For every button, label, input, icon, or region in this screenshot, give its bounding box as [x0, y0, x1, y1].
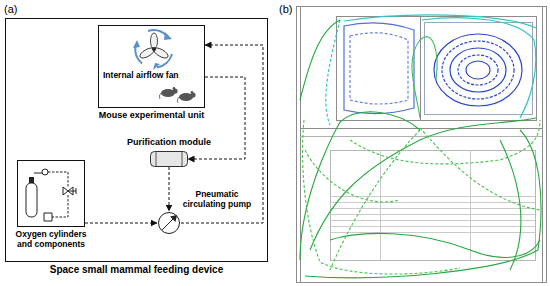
fan-icon: [131, 28, 177, 70]
pump-symbol: [157, 211, 181, 235]
node-label: Purification module: [117, 137, 221, 147]
teal-streamlines: [326, 15, 536, 125]
panel-label: (a): [4, 3, 17, 15]
purification-cylinder: [150, 151, 188, 167]
node-label: Internal airflow fan: [103, 71, 203, 81]
node-label: Mouse experimental unit: [79, 110, 224, 120]
purification-module: Purification module: [123, 137, 215, 169]
device-housing: Space small mammal feeding deviceInterna…: [5, 18, 268, 262]
enclosure-frame: [297, 6, 547, 283]
experiment-unit-box: Internal airflow fanMouse experimental u…: [98, 25, 205, 108]
mouse-icons: [157, 84, 199, 104]
device-caption: Space small mammal feeding device: [0, 264, 277, 275]
airflow-connector: [85, 223, 157, 224]
node-label: Oxygen cylinders and components: [9, 230, 93, 250]
blue-vortex: [344, 23, 522, 114]
panel-label: (b): [279, 3, 292, 15]
pump-unit: Pneumatic circulating pump: [156, 190, 264, 236]
oxygen-cylinder-schematic: [18, 161, 84, 226]
node-label: Pneumatic circulating pump: [176, 190, 258, 210]
oxygen-box: Oxygen cylinders and components: [17, 160, 85, 227]
green-streamlines: [300, 20, 541, 278]
airflow-connector: [169, 167, 170, 211]
